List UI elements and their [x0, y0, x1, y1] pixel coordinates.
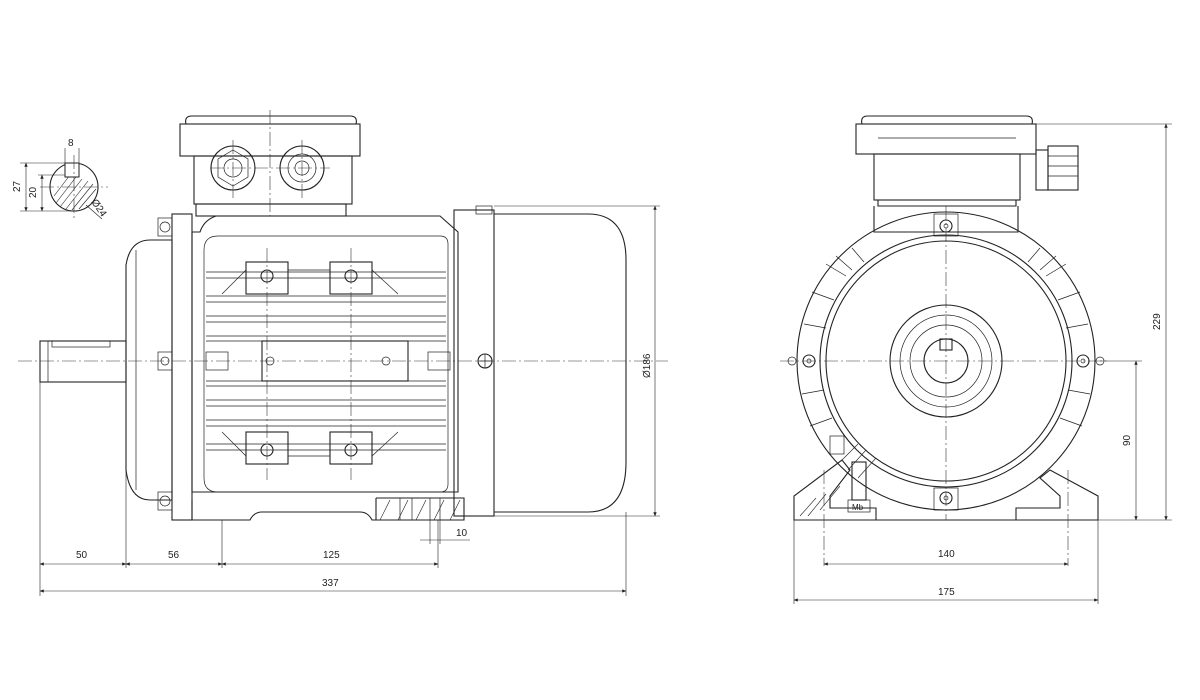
dim-shaft-length: 50: [76, 550, 88, 561]
dim-shaft-diameter: Ø24: [89, 197, 109, 219]
dim-keyway-depth-inner: 20: [28, 186, 39, 198]
front-dimensions: 140 175 229 90: [793, 123, 1172, 604]
dim-overall-height: 229: [1152, 313, 1163, 330]
dim-shoulder-to-foot: 56: [168, 550, 180, 561]
dim-foot-width: 175: [938, 587, 955, 598]
side-dimensions: 50 56 125 10 337 Ø186: [39, 205, 660, 596]
dim-keyway-width: 8: [68, 138, 74, 149]
keyway-section-detail: 8 27 20 Ø24: [12, 138, 109, 220]
side-foot: [191, 497, 465, 521]
front-flange: [125, 213, 193, 521]
terminal-box: [179, 110, 361, 217]
dim-shaft-height: 90: [1122, 434, 1133, 446]
dim-foot-hole-spacing-front: 140: [938, 549, 955, 560]
dim-overall-length: 337: [322, 578, 339, 589]
dim-keyway-depth-outer: 27: [12, 180, 23, 192]
dim-foot-hole-spacing-side: 125: [323, 550, 340, 561]
motor-side-view: 50 56 125 10 337 Ø186: [18, 110, 668, 596]
front-body: [787, 206, 1105, 511]
motor-front-view: Mb 140 175 229 90: [780, 115, 1172, 604]
stator-housing: [191, 215, 459, 493]
dim-housing-diameter: Ø186: [642, 353, 653, 378]
fan-cover: [453, 205, 627, 517]
shaft: [39, 340, 127, 383]
front-feet: Mb: [793, 435, 1099, 566]
front-terminal-box: [855, 115, 1079, 207]
dim-foot-thickness: 10: [456, 528, 468, 539]
grounding-mark: Mb: [852, 503, 864, 512]
